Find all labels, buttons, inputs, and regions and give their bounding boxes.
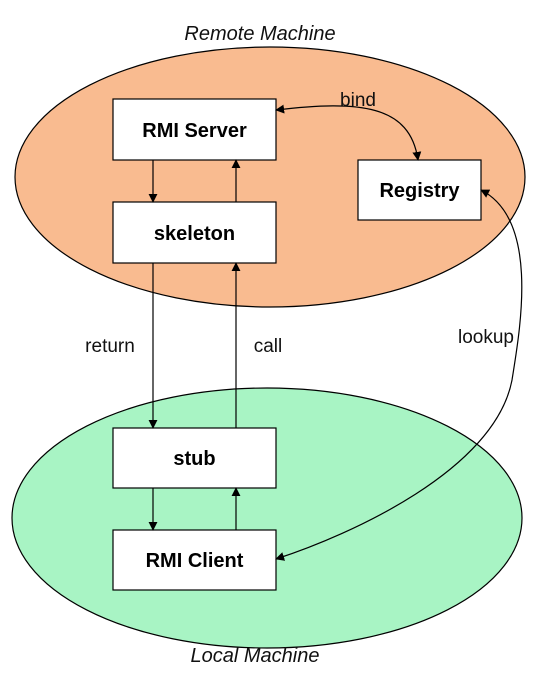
local-machine-region xyxy=(11,387,523,649)
bind-label: bind xyxy=(340,90,376,111)
lookup-label: lookup xyxy=(458,327,514,348)
stub-node: stub xyxy=(112,427,277,489)
skeleton-label: skeleton xyxy=(154,223,235,245)
registry-label: Registry xyxy=(379,180,460,202)
call-label: call xyxy=(254,336,283,357)
return-label: return xyxy=(85,336,135,357)
stub-label: stub xyxy=(173,448,215,470)
lookup-arrow xyxy=(275,189,523,561)
rmi-server-node: RMI Server xyxy=(112,98,277,161)
skeleton-node: skeleton xyxy=(112,201,277,264)
local-machine-label: Local Machine xyxy=(191,645,320,667)
registry-node: Registry xyxy=(357,159,482,221)
bind-arrow xyxy=(275,104,422,161)
rmi-client-label: RMI Client xyxy=(146,550,244,572)
rmi-server-label: RMI Server xyxy=(142,120,247,142)
remote-machine-label: Remote Machine xyxy=(184,23,335,45)
rmi-client-node: RMI Client xyxy=(112,529,277,591)
